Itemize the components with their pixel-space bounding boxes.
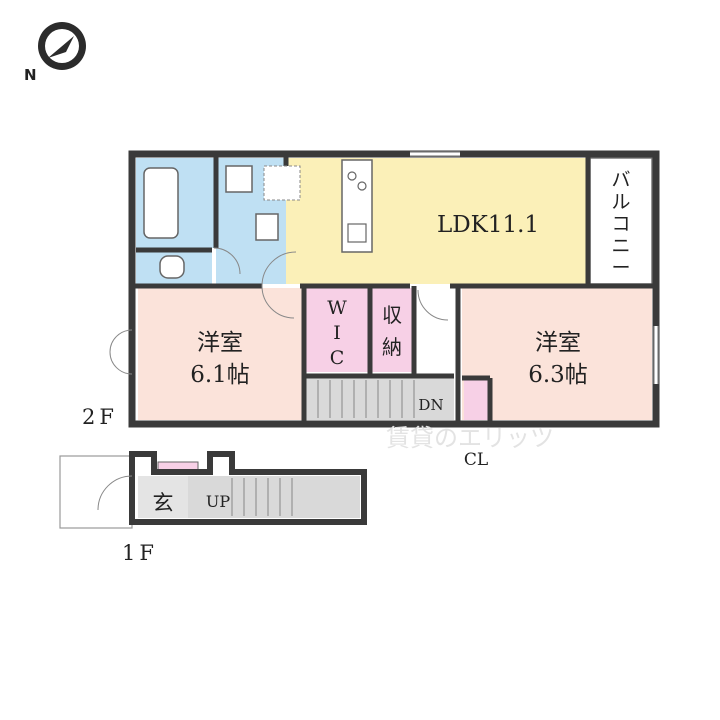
storage-label-1: 収 xyxy=(382,303,402,327)
windows xyxy=(410,151,659,384)
floor-1-walls xyxy=(129,451,367,525)
wic-room xyxy=(306,288,368,372)
closet-label: CL xyxy=(464,450,488,470)
door-swings xyxy=(109,247,449,375)
compass-needle-icon xyxy=(48,36,74,58)
stairs-up-label: UP xyxy=(206,492,230,511)
floor-1: 玄 UP 1F xyxy=(59,451,367,565)
washing-machine-icon xyxy=(225,165,253,193)
floor-2: LDK11.1 洋室 6.1帖 洋室 6.3帖 W I C 収 納 バ ル コ … xyxy=(82,150,660,470)
toilet-icon xyxy=(159,255,185,279)
stair-treads-1f xyxy=(231,478,293,516)
closet xyxy=(464,380,488,420)
balcony-label-4: ニ xyxy=(611,235,630,257)
sink-icon xyxy=(347,223,367,243)
balcony-label-1: バ xyxy=(611,169,630,191)
compass-north-label: N xyxy=(24,66,37,84)
stairs-down xyxy=(306,378,454,420)
balcony-label-3: コ xyxy=(611,213,630,235)
storage-room xyxy=(372,288,412,372)
western-left-name: 洋室 xyxy=(197,330,243,356)
wic-label-c: C xyxy=(330,347,345,369)
western-room-left xyxy=(138,288,302,420)
ldk-room xyxy=(286,158,586,284)
interior-walls xyxy=(132,154,656,424)
entrance-label: 玄 xyxy=(153,491,174,515)
stairs-dn-label: DN xyxy=(418,396,443,414)
balcony-label-5: ー xyxy=(611,257,630,279)
ldk-label: LDK11.1 xyxy=(437,212,539,238)
stove-burner-icon xyxy=(347,171,357,181)
wic-label-w: W xyxy=(327,297,347,319)
stair-treads xyxy=(317,380,415,418)
storage-label-2: 納 xyxy=(382,335,402,359)
washbasin-icon xyxy=(255,213,279,241)
western-room-right xyxy=(462,288,652,420)
stove-burner-icon-2 xyxy=(357,181,367,191)
western-left-size: 6.1帖 xyxy=(190,362,250,388)
stairs-up xyxy=(188,476,360,518)
bathtub-icon xyxy=(143,167,179,239)
compass-inner xyxy=(45,29,79,63)
western-right-name: 洋室 xyxy=(535,330,581,356)
watermark: 賃貸のエリッツ xyxy=(386,424,554,452)
outer-wall xyxy=(128,150,660,428)
entrance-door-swing xyxy=(97,475,133,511)
balcony-area xyxy=(589,157,653,285)
compass: N xyxy=(24,22,86,84)
entrance-floor xyxy=(138,476,188,518)
entry-porch xyxy=(59,455,133,529)
floor-1-label: 1F xyxy=(122,541,158,565)
wic-label-i: I xyxy=(333,322,341,344)
floor-2-label: 2F xyxy=(82,405,118,429)
fridge-space-icon xyxy=(263,165,301,201)
western-right-size: 6.3帖 xyxy=(528,362,588,388)
balcony-label-2: ル xyxy=(611,191,630,213)
